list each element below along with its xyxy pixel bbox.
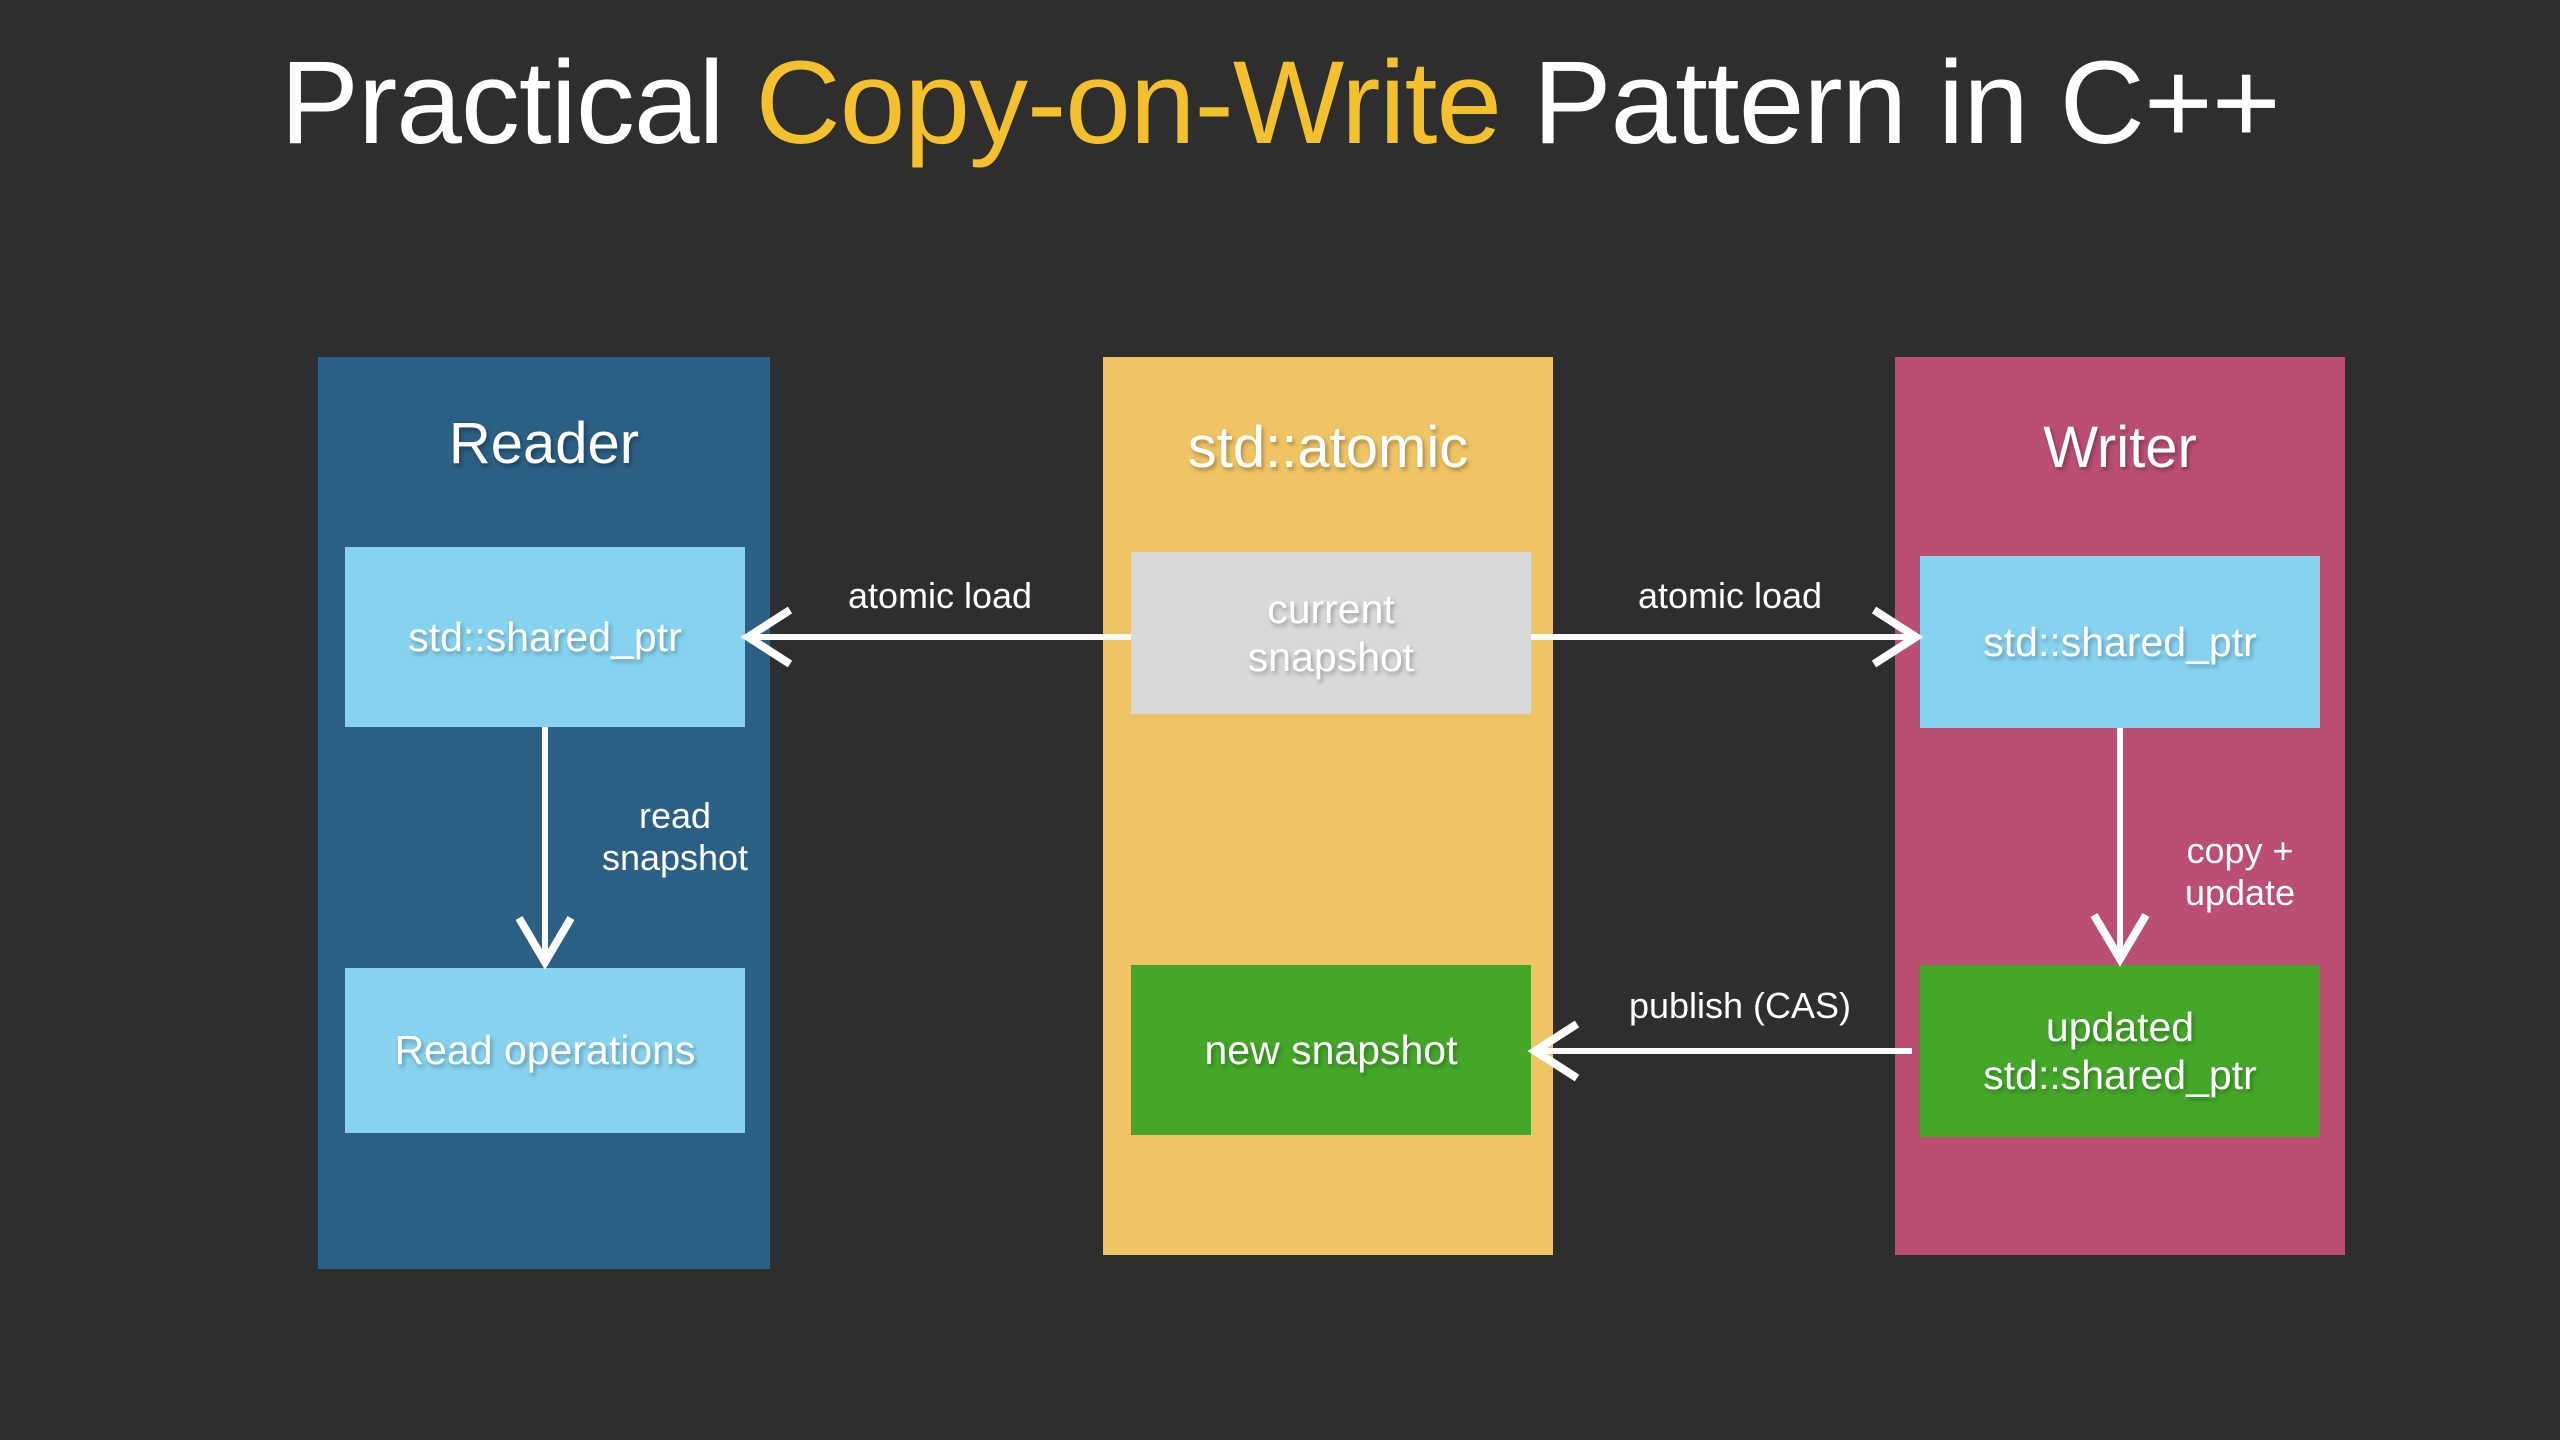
- node-current-snapshot[interactable]: current snapshot: [1131, 552, 1531, 714]
- node-reader-read-operations[interactable]: Read operations: [345, 968, 745, 1133]
- edge-label-publish-cas: publish (CAS): [1628, 985, 1852, 1026]
- lane-title-reader: Reader: [448, 411, 640, 476]
- edge-label-atomic-load-reader: atomic load: [847, 575, 1033, 616]
- edge-label-atomic-load-writer: atomic load: [1637, 575, 1823, 616]
- node-writer-shared-ptr[interactable]: std::shared_ptr: [1920, 556, 2320, 728]
- lane-title-std-atomic: std::atomic: [1187, 415, 1469, 480]
- page-title-accent: Copy-on-Write: [755, 37, 1502, 169]
- lane-title-writer: Writer: [2043, 415, 2197, 480]
- node-writer-updated-shared-ptr[interactable]: updated std::shared_ptr: [1920, 965, 2320, 1137]
- node-new-snapshot[interactable]: new snapshot: [1131, 965, 1531, 1135]
- page-title-suffix: Pattern in C++: [1501, 37, 2281, 169]
- edge-label-copy-update: copy + update: [2184, 830, 2296, 914]
- node-reader-shared-ptr[interactable]: std::shared_ptr: [345, 547, 745, 727]
- page-title: Practical Copy-on-Write Pattern in C++: [0, 36, 2560, 172]
- edge-label-read-snapshot: read snapshot: [601, 795, 749, 879]
- page-title-prefix: Practical: [280, 37, 756, 169]
